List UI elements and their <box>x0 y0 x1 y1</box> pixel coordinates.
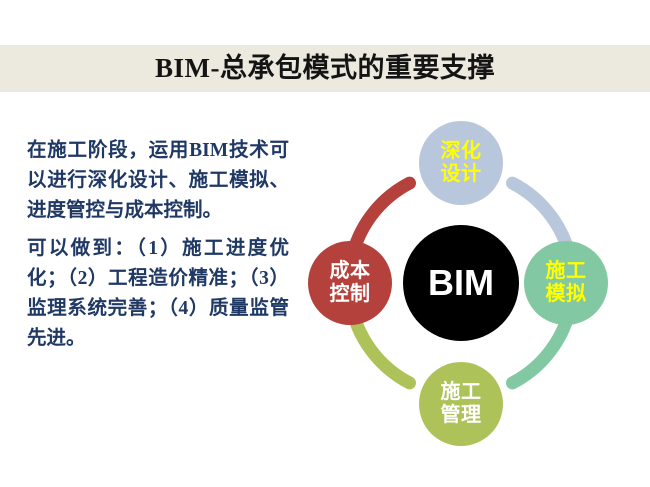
node-shigong-moni[interactable]: 施工 模拟 <box>524 241 608 325</box>
node-top-line2: 设计 <box>440 163 482 185</box>
center-hub-circle: BIM <box>403 225 519 341</box>
node-bottom-line1: 施工 <box>440 381 482 403</box>
page-title: BIM-总承包模式的重要支撑 <box>155 53 495 83</box>
slide-title-band: BIM-总承包模式的重要支撑 <box>0 45 650 92</box>
node-chengben-kongzhi[interactable]: 成本 控制 <box>308 241 392 325</box>
node-top-line1: 深化 <box>440 140 482 162</box>
node-right-line2: 模拟 <box>545 283 587 305</box>
body-paragraph-1: 在施工阶段，运用BIM技术可以进行深化设计、施工模拟、进度管控与成本控制。 <box>27 140 289 221</box>
body-paragraph-2: 可以做到：（1）施工进度优化；（2）工程造价精准；（3）监理系统完善；（4）质量… <box>27 238 289 349</box>
node-right-line1: 施工 <box>545 260 587 282</box>
bim-cycle-diagram: 深化 设计 施工 模拟 施工 管理 成本 控制 BIM <box>295 110 635 460</box>
node-shigong-guanli[interactable]: 施工 管理 <box>419 362 503 446</box>
node-bottom-line2: 管理 <box>440 404 482 426</box>
center-hub-label: BIM <box>428 262 494 303</box>
body-text-block: 在施工阶段，运用BIM技术可以进行深化设计、施工模拟、进度管控与成本控制。 可以… <box>27 136 289 354</box>
node-left-line1: 成本 <box>329 260 371 282</box>
node-shenhua-sheji[interactable]: 深化 设计 <box>419 121 503 205</box>
node-left-line2: 控制 <box>329 283 371 305</box>
